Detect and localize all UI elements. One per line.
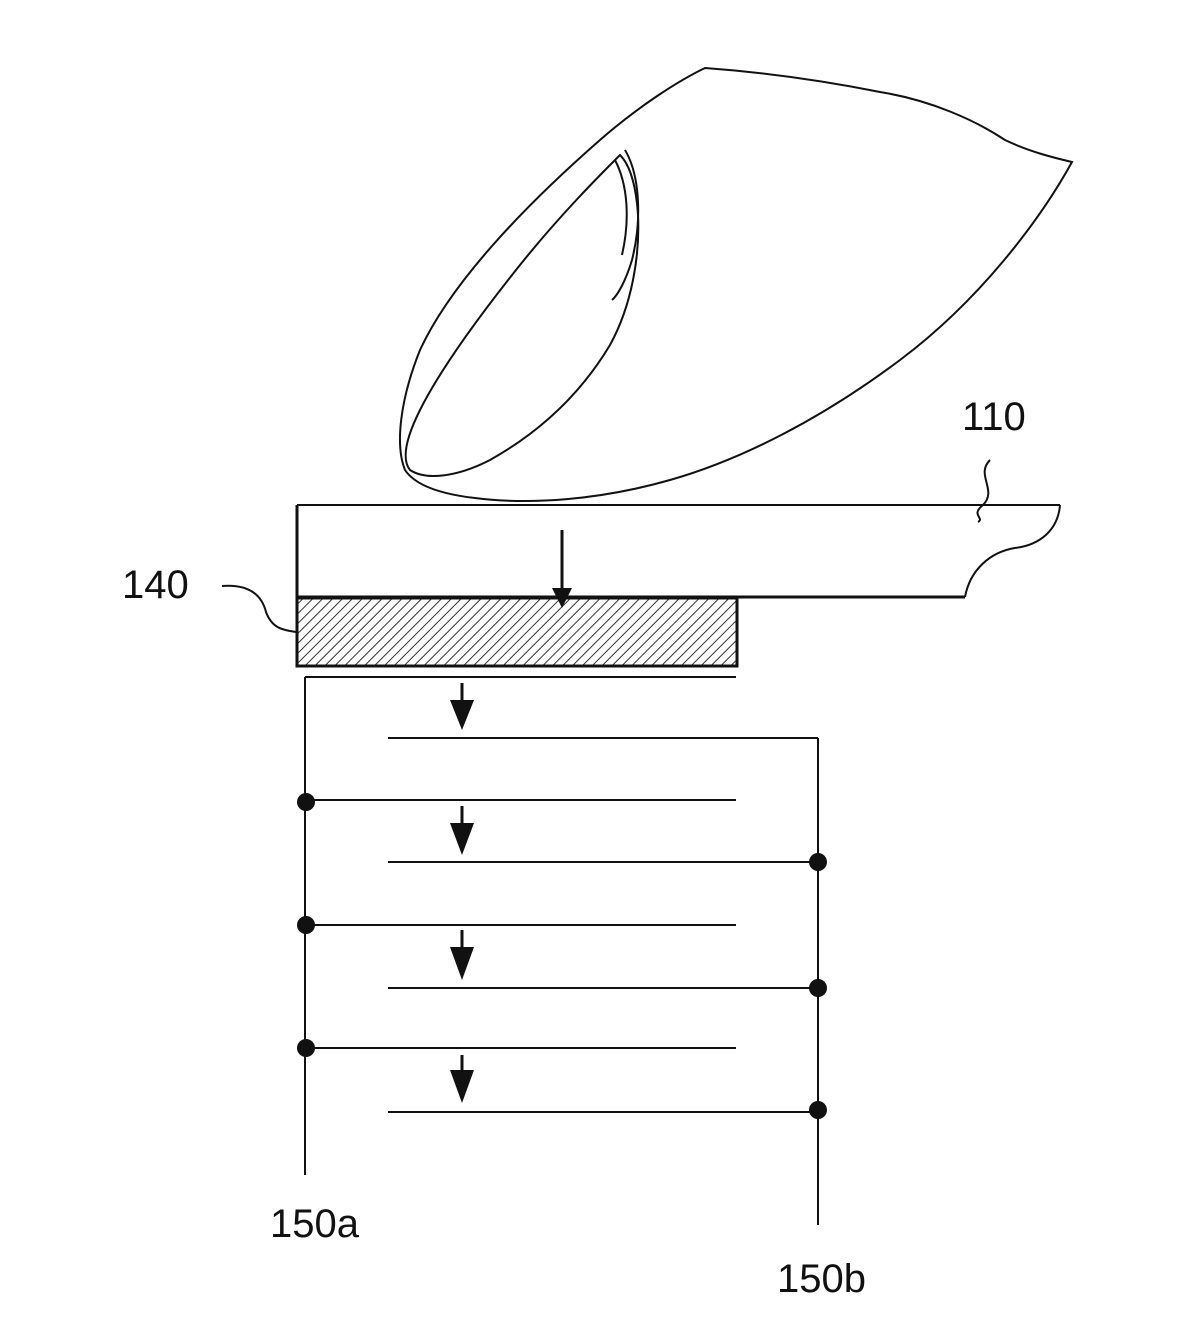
node (809, 1101, 827, 1119)
field-arrows (450, 683, 474, 1103)
label-150b: 150b (777, 1257, 866, 1301)
nail-crease (611, 149, 640, 301)
node (809, 853, 827, 871)
label-150a: 150a (270, 1202, 360, 1246)
label-140: 140 (122, 563, 189, 607)
electrode-150b (388, 737, 819, 1225)
pressure-layer (295, 596, 739, 668)
node (297, 916, 315, 934)
field-arrow-1 (450, 683, 474, 730)
label-110: 110 (962, 395, 1026, 439)
finger-outline (399, 66, 1074, 502)
field-arrow-3 (450, 930, 474, 980)
fingernail (404, 153, 640, 477)
force-arrow (552, 530, 572, 608)
finger (399, 66, 1074, 502)
cover-plate-break-edge (964, 504, 1061, 598)
leader-line-140 (221, 584, 297, 633)
electrode-150b-nodes (809, 853, 827, 1119)
cover-plate (295, 504, 1061, 599)
electrode-150a (304, 676, 736, 1175)
electrode-150a-nodes (297, 793, 315, 1057)
node (809, 979, 827, 997)
nail-crease-inner (614, 159, 628, 256)
field-arrow-4 (450, 1055, 474, 1103)
node (297, 1039, 315, 1057)
node (297, 793, 315, 811)
leader-line-110 (976, 459, 991, 523)
field-arrow-2 (450, 806, 474, 855)
